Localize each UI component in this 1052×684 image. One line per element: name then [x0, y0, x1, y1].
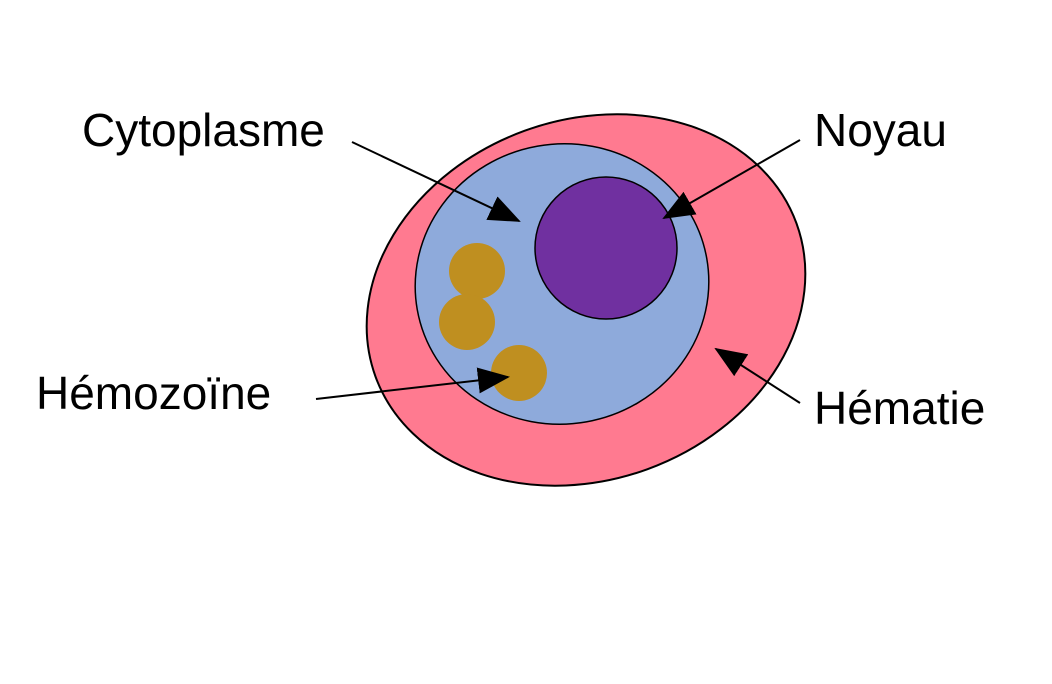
- hemozoin-granule: [439, 294, 495, 350]
- hemozoin-granule: [449, 243, 505, 299]
- red-cell-label: Hématie: [814, 382, 985, 434]
- nucleus-label: Noyau: [814, 104, 947, 156]
- cytoplasm-pointer: [351, 141, 521, 222]
- cytoplasm-label: Cytoplasme: [82, 104, 325, 156]
- red-cell-pointer: [714, 347, 801, 404]
- hemozoin-pointer: [315, 367, 510, 400]
- nucleus-shape: [534, 176, 678, 320]
- hemozoin-granule: [491, 345, 547, 401]
- nucleus-pointer: [662, 139, 801, 219]
- hemozoin-label: Hémozoïne: [36, 367, 271, 419]
